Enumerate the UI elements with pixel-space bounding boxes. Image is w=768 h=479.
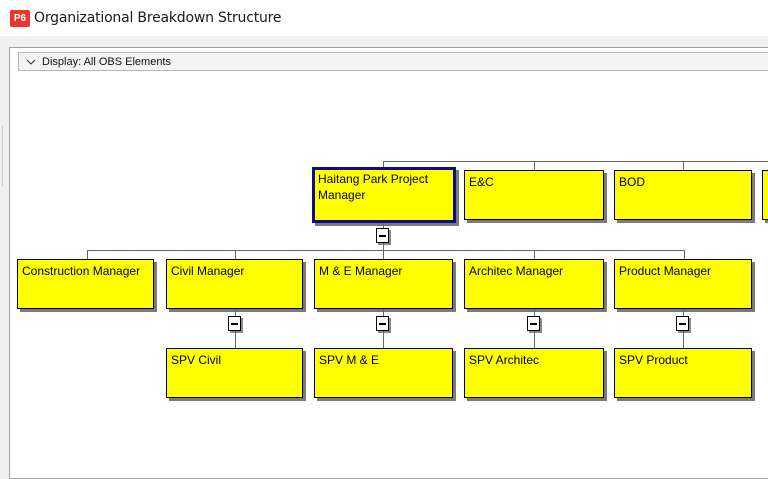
obs-node-me-manager[interactable]: M & E Manager	[314, 259, 453, 309]
chevron-down-icon[interactable]	[25, 56, 37, 68]
connector-line	[235, 250, 236, 260]
obs-node-ec[interactable]: E&C	[464, 170, 604, 220]
connector-line	[235, 309, 236, 316]
obs-node-spv-civil[interactable]: SPV Civil	[166, 348, 303, 398]
connector-line	[684, 250, 685, 260]
connector-line	[383, 243, 384, 250]
collapse-toggle-icon[interactable]	[228, 316, 241, 331]
obs-node-project-manager[interactable]: Haitang Park Project Manager	[312, 167, 456, 223]
display-filter-label: Display: All OBS Elements	[42, 55, 171, 68]
obs-node-construction-manager[interactable]: Construction Manager	[17, 259, 154, 309]
collapse-toggle-icon[interactable]	[376, 228, 389, 243]
connector-line	[683, 331, 684, 349]
left-splitter[interactable]	[0, 36, 9, 469]
display-filter-bar[interactable]: Display: All OBS Elements	[18, 52, 768, 71]
obs-node-product-manager[interactable]: Product Manager	[614, 259, 752, 309]
connector-line	[87, 250, 88, 260]
connector-line	[87, 250, 684, 251]
connector-line	[235, 331, 236, 349]
connector-line	[383, 250, 384, 260]
connector-line	[383, 223, 384, 228]
obs-node-cut-off[interactable]	[762, 170, 768, 220]
obs-node-spv-product[interactable]: SPV Product	[614, 348, 752, 398]
title-bar: P6 Organizational Breakdown Structure	[0, 0, 768, 36]
connector-line	[383, 161, 384, 169]
connector-line	[383, 331, 384, 349]
collapse-toggle-icon[interactable]	[376, 316, 389, 331]
p6-logo-icon: P6	[10, 10, 30, 27]
obs-node-civil-manager[interactable]: Civil Manager	[166, 259, 303, 309]
connector-line	[683, 161, 684, 170]
obs-node-spv-architec[interactable]: SPV Architec	[464, 348, 604, 398]
connector-line	[534, 161, 535, 170]
obs-chart: Haitang Park Project Manager E&C BOD Con…	[17, 161, 768, 398]
collapse-toggle-icon[interactable]	[676, 316, 689, 331]
obs-node-spv-me[interactable]: SPV M & E	[314, 348, 453, 398]
collapse-toggle-icon[interactable]	[527, 316, 540, 331]
connector-line	[383, 161, 768, 162]
connector-line	[534, 331, 535, 349]
connector-line	[534, 250, 535, 260]
obs-node-architec-manager[interactable]: Architec Manager	[464, 259, 604, 309]
obs-node-bod[interactable]: BOD	[614, 170, 752, 220]
connector-line	[683, 309, 684, 316]
window-title: Organizational Breakdown Structure	[34, 10, 282, 26]
connector-line	[383, 309, 384, 316]
connector-line	[534, 309, 535, 316]
